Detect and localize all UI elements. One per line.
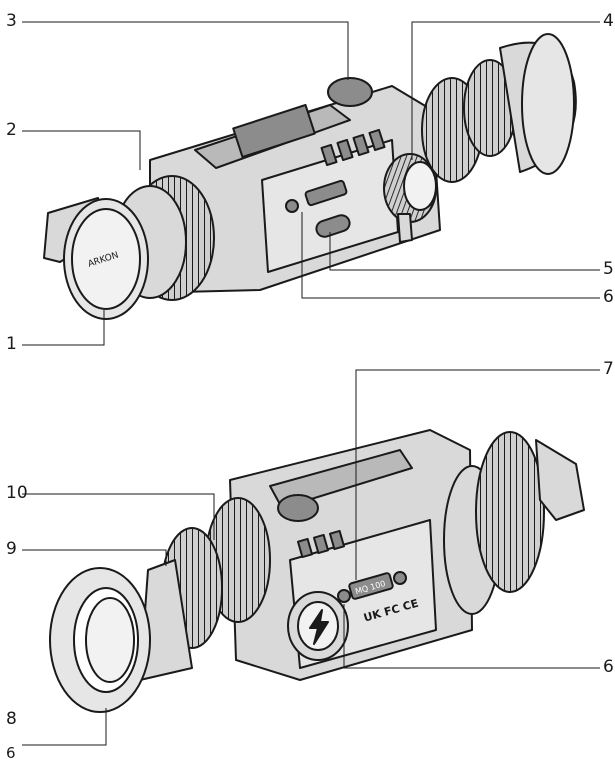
side-label-plate (304, 179, 348, 207)
side-screw (285, 199, 299, 213)
side-vents (320, 128, 386, 167)
callout-3: 3 (6, 11, 17, 31)
top-button (327, 77, 373, 107)
callout-1: 1 (6, 334, 17, 354)
top-device-view: ARKON (43, 33, 577, 320)
leader-9 (22, 549, 167, 566)
power-lightning-icon (309, 609, 329, 645)
leader-lines (22, 21, 600, 746)
leader-3 (22, 21, 349, 80)
side-vents-bottom (296, 529, 346, 559)
top-panel-bottom (269, 449, 413, 509)
leader-2 (22, 130, 141, 170)
leader-8 (22, 708, 107, 746)
page-number: 6 (6, 744, 16, 762)
eyecup-rim (521, 33, 575, 175)
strap-clip (397, 213, 413, 243)
bottom-device-view: MQ 100 UK FC CE (49, 429, 585, 713)
control-knob-cap (403, 161, 437, 211)
callout-10: 10 (6, 483, 28, 503)
leader-7 (355, 369, 600, 580)
callout-2: 2 (6, 120, 17, 140)
screw-bottom-right (393, 571, 407, 585)
callout-9: 9 (6, 539, 17, 559)
leader-10 (22, 493, 215, 540)
callout-6-top: 6 (603, 287, 614, 307)
usb-port (315, 214, 351, 238)
leader-5 (329, 232, 600, 271)
callout-8: 8 (6, 709, 17, 729)
screw-bottom-left (337, 589, 351, 603)
leader-4 (411, 21, 600, 160)
callout-6-bottom: 6 (603, 657, 614, 677)
lens-cap-hinge-bottom (535, 439, 585, 521)
callout-7: 7 (603, 359, 614, 379)
leader-1 (22, 310, 105, 346)
top-button-bottom (277, 494, 319, 522)
top-display-window (232, 103, 316, 159)
leader-6a (301, 212, 600, 299)
objective-focus-ring-bottom (475, 431, 545, 593)
eyecup-inner-ring (85, 597, 135, 683)
leader-6b (343, 604, 600, 669)
callout-5: 5 (603, 259, 614, 279)
model-plate (348, 572, 394, 600)
callout-4: 4 (603, 11, 614, 31)
lens-cap-inner (71, 208, 141, 310)
